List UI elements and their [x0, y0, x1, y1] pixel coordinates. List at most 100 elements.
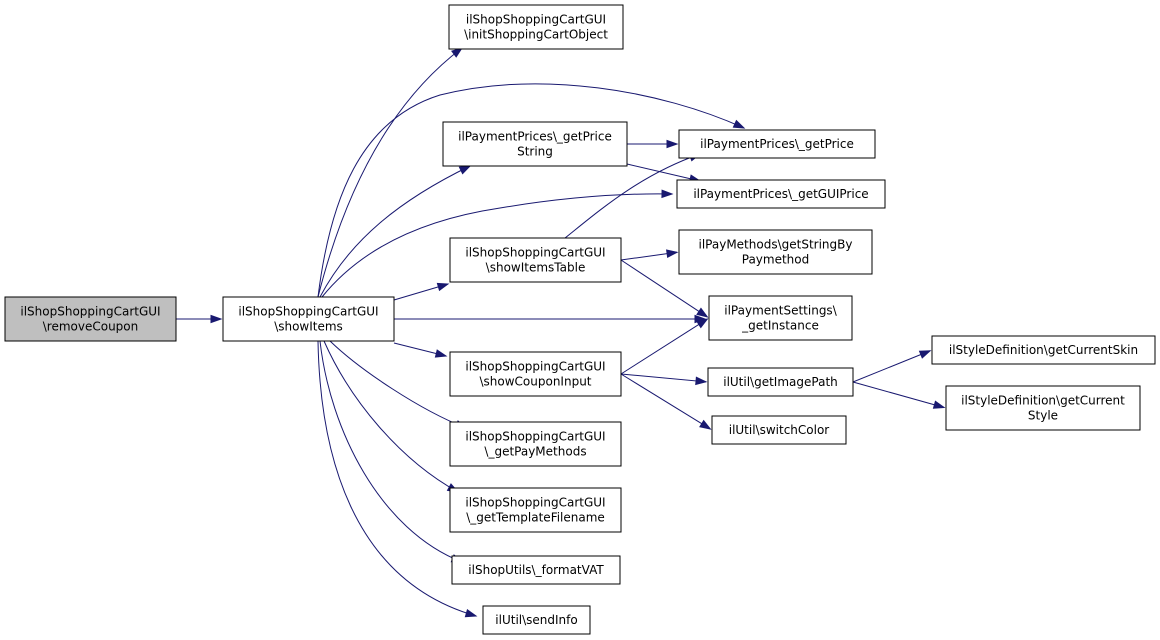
edge-line	[317, 340, 477, 617]
node-label-line: ilStyleDefinition\getCurrentSkin	[949, 343, 1138, 357]
node-showItems[interactable]: ilShopShoppingCartGUI\showItems	[222, 296, 395, 342]
node-label-line: \removeCoupon	[43, 320, 139, 334]
node-label-line: ilUtil\switchColor	[729, 423, 830, 437]
edge-arrowhead	[661, 189, 674, 199]
node-box	[449, 351, 622, 397]
node-box	[482, 605, 591, 635]
edge-line	[852, 350, 931, 383]
node-getCurrentSkin[interactable]: ilStyleDefinition\getCurrentSkin	[931, 335, 1156, 365]
node-getTemplateFilename[interactable]: ilShopShoppingCartGUI\_getTemplateFilena…	[449, 487, 622, 533]
edge-line	[321, 193, 673, 298]
node-label-line: \_getPayMethods	[484, 445, 586, 459]
edge-showItems-to-initShoppingCartObject	[317, 47, 464, 298]
node-label-line: ilUtil\sendInfo	[495, 613, 577, 627]
node-label-line: ilShopShoppingCartGUI	[465, 496, 605, 510]
node-label-line: ilShopUtils\_formatVAT	[468, 563, 604, 577]
edge-showItems-to-getPrice	[317, 83, 746, 298]
node-label-line: \showItemsTable	[486, 261, 586, 275]
edge-arrowhead	[696, 318, 709, 329]
node-box	[945, 385, 1141, 431]
node-getImagePath[interactable]: ilUtil\getImagePath	[707, 367, 854, 397]
edge-line	[329, 340, 467, 429]
edge-showItemsTable-to-getInstance	[620, 259, 709, 318]
node-box	[4, 296, 177, 342]
node-box	[678, 229, 873, 275]
node-switchColor[interactable]: ilUtil\switchColor	[711, 415, 847, 445]
node-box	[931, 335, 1156, 365]
edge-showItems-to-getTemplateFilename	[323, 340, 460, 493]
node-sendInfo[interactable]: ilUtil\sendInfo	[482, 605, 591, 635]
edge-arrowhead	[696, 307, 709, 318]
node-label-line: Paymethod	[742, 253, 810, 267]
edge-line	[319, 340, 463, 563]
node-label-line: ilPaymentPrices\_getPrice	[700, 137, 854, 151]
node-label-line: ilPaymentPrices\_getGUIPrice	[693, 187, 868, 201]
node-label-line: ilShopShoppingCartGUI	[238, 305, 378, 319]
edge-arrowhead	[436, 282, 450, 292]
edge-arrowhead	[464, 608, 478, 618]
node-box	[449, 487, 622, 533]
node-label-line: String	[517, 145, 553, 159]
node-formatVAT[interactable]: ilShopUtils\_formatVAT	[451, 555, 621, 585]
node-label-line: ilUtil\getImagePath	[723, 375, 838, 389]
edge-arrowhead	[699, 419, 712, 430]
edge-line	[564, 153, 701, 239]
node-label-line: ilPaymentPrices\_getPrice	[458, 130, 612, 144]
edge-showItems-to-getPriceString	[319, 165, 472, 298]
edge-showCouponInput-to-switchColor	[620, 373, 712, 430]
edge-arrowhead	[451, 47, 464, 58]
node-label-line: ilShopShoppingCartGUI	[465, 246, 605, 260]
edge-arrowhead	[666, 249, 679, 258]
node-label-line: _getInstance	[741, 319, 819, 333]
node-box	[711, 415, 847, 445]
edge-showCouponInput-to-getInstance	[620, 318, 709, 375]
node-label-line: ilShopShoppingCartGUI	[465, 430, 605, 444]
edge-arrowhead	[458, 165, 472, 175]
node-label-line: ilStyleDefinition\getCurrent	[961, 394, 1125, 408]
node-getGUIPrice[interactable]: ilPaymentPrices\_getGUIPrice	[676, 179, 886, 209]
node-getPrice[interactable]: ilPaymentPrices\_getPrice	[678, 129, 876, 159]
edge-showItems-to-getPayMethods	[329, 340, 468, 429]
node-initShoppingCartObject[interactable]: ilShopShoppingCartGUI\initShoppingCartOb…	[448, 4, 624, 50]
edge-line	[620, 259, 708, 318]
node-getPayMethods[interactable]: ilShopShoppingCartGUI\_getPayMethods	[449, 421, 622, 467]
node-removeCoupon[interactable]: ilShopShoppingCartGUI\removeCoupon	[4, 296, 177, 342]
node-box	[451, 555, 621, 585]
edge-showItems-to-getGUIPrice	[321, 189, 674, 298]
edge-line	[317, 47, 463, 298]
edge-arrowhead	[732, 119, 746, 129]
edge-line	[323, 340, 459, 493]
node-box	[676, 179, 886, 209]
edge-line	[620, 318, 708, 375]
edge-line	[317, 83, 745, 298]
node-label-line: \showItems	[274, 320, 343, 334]
node-box	[678, 129, 876, 159]
nodes-layer: ilShopShoppingCartGUI\removeCouponilShop…	[4, 4, 1156, 635]
edge-showItems-to-showItemsTable	[393, 282, 450, 301]
node-showItemsTable[interactable]: ilShopShoppingCartGUI\showItemsTable	[449, 237, 622, 283]
node-label-line: ilShopShoppingCartGUI	[465, 360, 605, 374]
node-label-line: ilShopShoppingCartGUI	[466, 13, 606, 27]
edge-getImagePath-to-getCurrentStyle	[852, 381, 946, 409]
node-label-line: ilPaymentSettings\	[724, 304, 837, 318]
edge-showItems-to-sendInfo	[317, 340, 478, 618]
edge-getImagePath-to-getCurrentSkin	[852, 350, 932, 383]
node-getInstance[interactable]: ilPaymentSettings\_getInstance	[708, 295, 853, 341]
node-label-line: \_getTemplateFilename	[466, 511, 605, 525]
node-box	[708, 295, 853, 341]
node-box	[222, 296, 395, 342]
edge-showCouponInput-to-getImagePath	[620, 373, 708, 386]
edge-arrowhead	[695, 376, 708, 386]
edges-layer	[176, 47, 946, 618]
node-showCouponInput[interactable]: ilShopShoppingCartGUI\showCouponInput	[449, 351, 622, 397]
edge-line	[620, 373, 707, 383]
node-label-line: ilShopShoppingCartGUI	[20, 305, 160, 319]
node-label-line: Style	[1028, 409, 1058, 423]
node-box	[448, 4, 624, 50]
edge-showItems-to-showCouponInput	[393, 342, 448, 358]
edge-arrowhead	[210, 314, 223, 324]
